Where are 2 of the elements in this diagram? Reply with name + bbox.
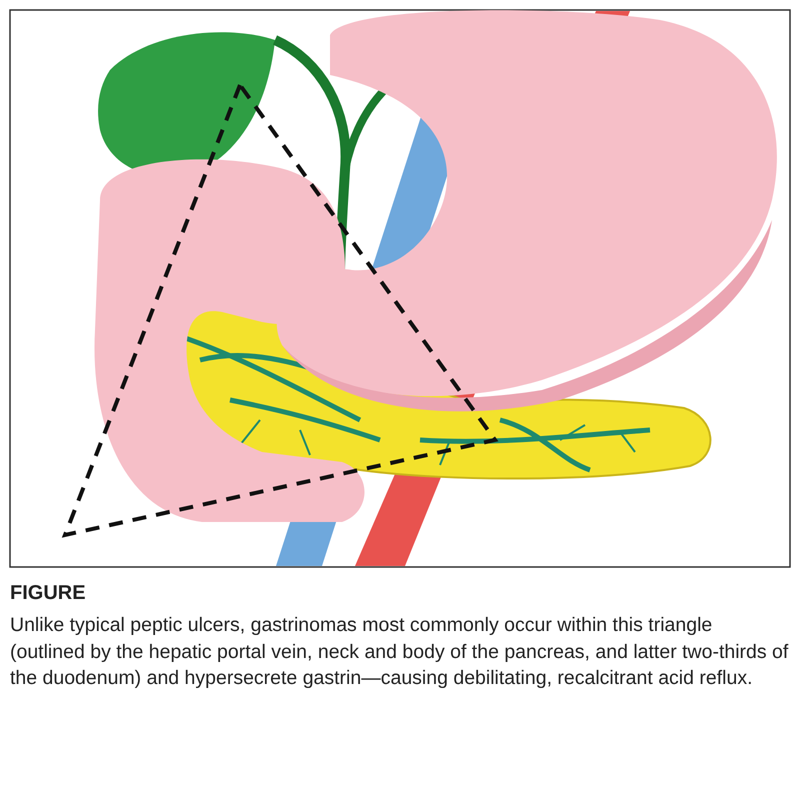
figure-caption: Unlike typical peptic ulcers, gastrinomas most commonly occur within this triangle (outlined by the hepatic portal vein, neck and body of the pancreas, and latter two-thirds of the duodenum) and hypersecrete gastrin—causing debilitating, recalcitrant acid reflux. — [10, 613, 790, 692]
figure-title: FIGURE — [10, 582, 86, 605]
